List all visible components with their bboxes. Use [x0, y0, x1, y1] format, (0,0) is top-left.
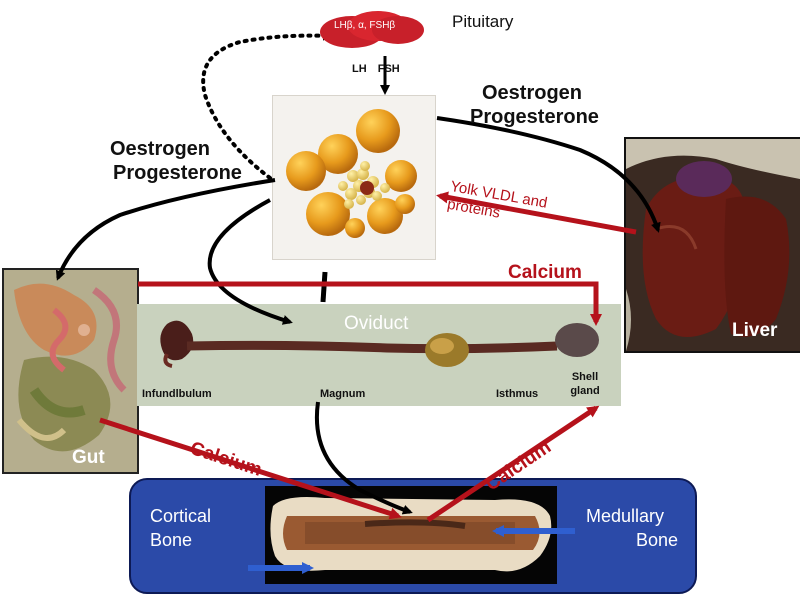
- hormone-arrow-liver: [436, 116, 661, 233]
- hormone-arrow-gut: [55, 178, 276, 281]
- gut-photo: [2, 268, 139, 474]
- oviduct-photo: [137, 304, 621, 406]
- yolk-arrow: [436, 191, 637, 235]
- lh-fsh-label: LH FSH: [352, 63, 400, 75]
- oviduct-segment-infundibulum: Infundlbulum: [142, 388, 212, 400]
- bone-photo: [265, 486, 557, 584]
- pituitary-label: Pituitary: [452, 12, 514, 31]
- oviduct-title: Oviduct: [344, 313, 409, 334]
- calcium-arrow-shell-gland: [138, 281, 602, 326]
- ovary-photo: [272, 95, 436, 260]
- calcium-arrow-bone-shell: [426, 405, 600, 523]
- hormone-arrow-oviduct: [207, 198, 293, 325]
- medullary-bone-line1: Medullary: [586, 506, 665, 526]
- hormones-left-line2: Progesterone: [113, 162, 242, 184]
- hormones-right-line1: Oestrogen: [482, 82, 583, 104]
- cortical-bone-line2: Bone: [150, 530, 193, 550]
- liver-label: Liver: [732, 320, 778, 341]
- calcium-arrow-gut-bone: [99, 417, 402, 520]
- pituitary-shape: [320, 11, 424, 48]
- hormones-left-line1: Oestrogen: [110, 138, 211, 160]
- cortical-bone-line1: Cortical: [150, 506, 212, 526]
- oviduct-segment-shell-gland: Shell gland: [570, 371, 600, 397]
- medullary-bone-line2: Bone: [636, 530, 679, 550]
- calcium-label-top: Calcium: [508, 262, 582, 283]
- feedback-arrow: [201, 30, 333, 180]
- hormone-arrow-bone: [315, 401, 413, 515]
- oviduct-segment-magnum: Magnum: [320, 388, 366, 400]
- pituitary-hormones-label: LHβ, α, FSHβ: [334, 20, 396, 31]
- liver-photo: [624, 137, 800, 353]
- hormones-right-line2: Progesterone: [470, 106, 599, 128]
- oviduct-segment-isthmus: Isthmus: [496, 388, 539, 400]
- gut-label: Gut: [72, 447, 105, 468]
